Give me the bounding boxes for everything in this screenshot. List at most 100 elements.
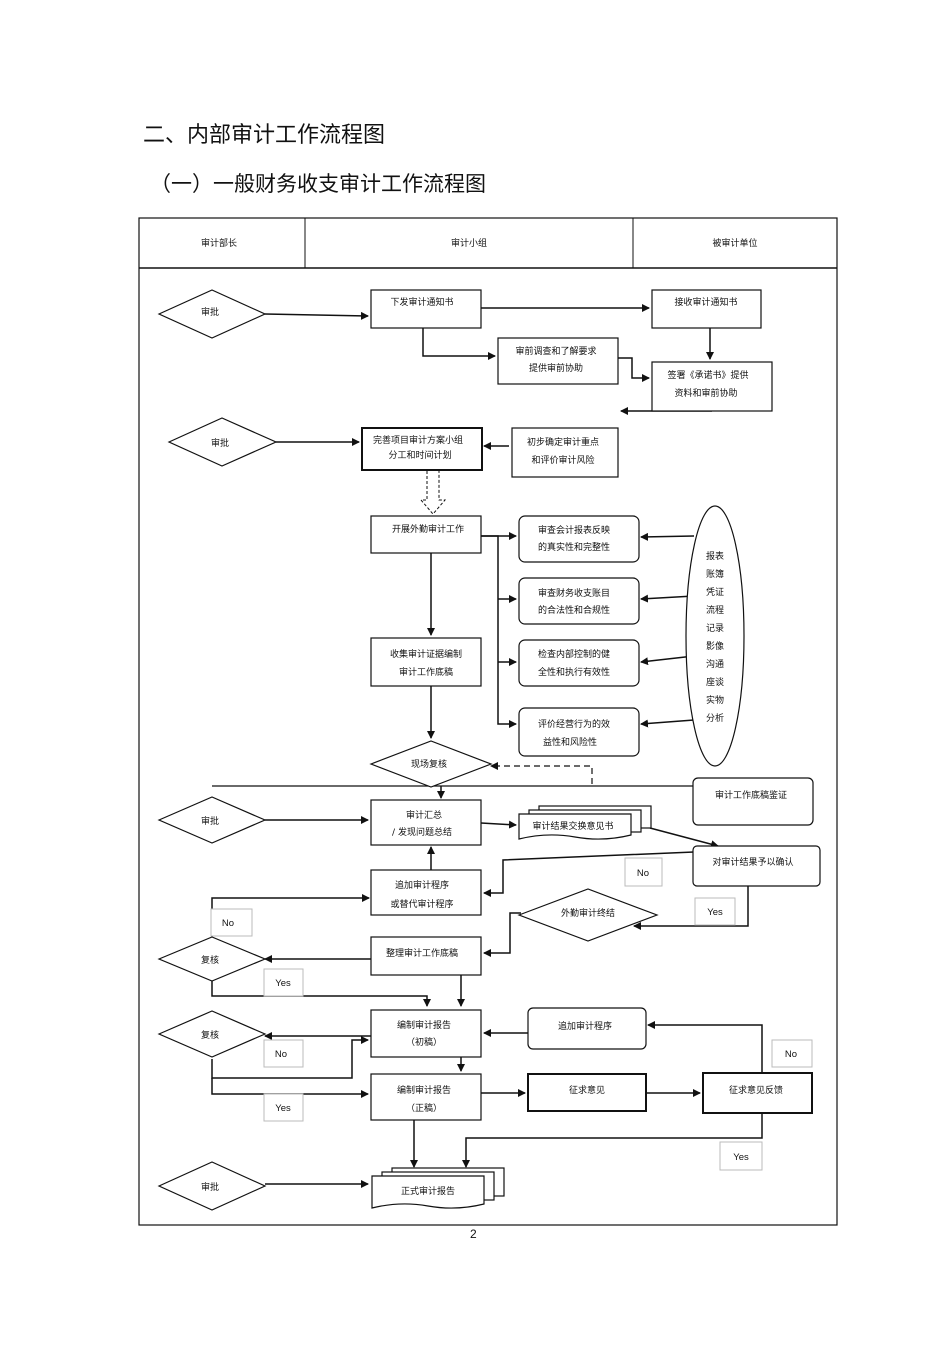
label-box-no-3 <box>263 1039 304 1068</box>
plan-label-1: 完善项目审计方案小组 <box>373 434 463 446</box>
process-organize-workpapers <box>370 936 482 976</box>
arrow-feedback-to-report <box>462 1113 763 1168</box>
arrow-notice-to-survey <box>422 328 496 360</box>
summary-label-2: / 发现问题总结 <box>392 826 452 838</box>
review-1-label: 复核 <box>201 954 219 966</box>
collect-label-2: 审计工作底稿 <box>399 666 453 678</box>
check-4-label-2: 益性和风险性 <box>543 736 597 748</box>
pre-survey-label-2: 提供审前协助 <box>529 362 583 374</box>
approve-1-label: 审批 <box>201 306 219 318</box>
arrow-approve-to-notice <box>264 311 369 320</box>
arrow-verify-to-review <box>490 762 593 784</box>
no-label-3: No <box>275 1049 287 1060</box>
arrow-review2-to-final <box>211 1078 369 1098</box>
process-collect-evidence <box>370 637 482 687</box>
draft-label-2: （初稿） <box>406 1036 442 1048</box>
process-workpaper-verify <box>692 777 814 826</box>
process-sign-commitment <box>651 361 773 412</box>
label-box-yes-4 <box>719 1141 763 1171</box>
process-add-procedure-2 <box>527 1007 647 1050</box>
add-proc-label-2: 或替代审计程序 <box>390 898 453 910</box>
page-number: 2 <box>470 1227 477 1241</box>
workpaper-verify-label: 审计工作底稿鉴证 <box>715 789 787 801</box>
process-risk <box>511 427 619 478</box>
end-fieldwork-label: 外勤审计终结 <box>561 907 615 919</box>
document-exchange <box>518 805 652 840</box>
arrow-field-to-check4 <box>481 535 517 728</box>
check-4-label-1: 评价经营行为的效 <box>538 718 610 730</box>
process-check-1 <box>518 515 640 563</box>
page-title: 二、内部审计工作流程图 <box>143 123 386 148</box>
organize-label: 整理审计工作底稿 <box>386 947 458 959</box>
arrow-feedback-to-addproc <box>647 1021 763 1073</box>
process-pre-survey <box>497 337 619 385</box>
arrow-review1-to-draft <box>211 981 431 1007</box>
method-1: 报表 <box>706 550 724 562</box>
process-issue-notice <box>370 289 482 329</box>
process-draft-report <box>370 1009 482 1058</box>
label-box-yes-2 <box>263 968 304 997</box>
final-label-2: （正稿） <box>406 1102 442 1114</box>
process-confirm-result <box>692 845 821 887</box>
risk-label-2: 和评价审计风险 <box>531 454 594 466</box>
decision-approve-3 <box>157 796 267 844</box>
confirm-label: 对审计结果予以确认 <box>712 856 793 868</box>
decision-approve-1 <box>157 289 267 339</box>
yes-label-1: Yes <box>707 907 723 918</box>
decision-end-fieldwork <box>517 888 659 942</box>
method-8: 座谈 <box>706 676 724 688</box>
label-box-yes-1 <box>694 897 736 926</box>
formal-report-label: 正式审计报告 <box>401 1185 455 1197</box>
method-5: 记录 <box>706 623 724 634</box>
no-label-2: No <box>222 918 234 929</box>
decision-approve-2 <box>167 417 278 467</box>
arrow-methods-to-check3 <box>640 655 695 666</box>
method-9: 实物 <box>706 694 724 706</box>
label-box-no-1 <box>624 857 663 887</box>
process-solicit-opinion <box>527 1073 647 1112</box>
method-7: 沟通 <box>706 658 724 670</box>
methods-ellipse <box>685 505 745 767</box>
arrow-exchange-to-confirm <box>649 827 719 849</box>
draft-label-1: 编制审计报告 <box>397 1019 451 1031</box>
solicit-label: 征求意见 <box>569 1084 605 1096</box>
process-add-procedure <box>370 869 482 916</box>
plan-label-2: 分工和时间计划 <box>388 449 451 461</box>
lane-label-audit-head: 审计部长 <box>201 237 237 249</box>
add-proc-2-label: 追加审计程序 <box>558 1020 612 1032</box>
approve-3-label: 审批 <box>201 815 219 827</box>
label-box-no-4 <box>771 1039 813 1068</box>
arrow-summary-to-exchange <box>480 820 517 829</box>
risk-label-1: 初步确定审计重点 <box>527 436 599 448</box>
process-check-3 <box>518 639 640 687</box>
yes-label-2: Yes <box>275 978 291 989</box>
check-2-label-1: 审查财务收支账目 <box>538 587 610 599</box>
onsite-review-label: 现场复核 <box>411 758 447 770</box>
arrow-confirm-to-add <box>483 851 695 897</box>
page-subtitle: （一）一般财务收支审计工作流程图 <box>150 172 486 196</box>
method-4: 流程 <box>706 604 724 616</box>
method-2: 账簿 <box>706 568 724 580</box>
method-6: 影像 <box>706 640 724 652</box>
review-2-label: 复核 <box>201 1029 219 1041</box>
add-proc-label-1: 追加审计程序 <box>395 879 449 891</box>
label-box-no-2 <box>210 908 253 937</box>
arrow-confirm-to-end <box>633 886 749 930</box>
method-3: 凭证 <box>706 586 724 598</box>
process-final-report <box>370 1073 482 1121</box>
approve-2-label: 审批 <box>211 437 229 449</box>
arrow-methods-to-check2 <box>640 594 695 603</box>
dashed-flow-arrow <box>419 465 447 515</box>
process-plan <box>361 427 483 471</box>
arrow-end-to-organize <box>483 912 521 957</box>
decision-review-2 <box>157 1010 267 1058</box>
arrow-survey-to-commit <box>618 357 650 382</box>
fieldwork-label: 开展外勤审计工作 <box>392 523 464 535</box>
lane-label-audit-team: 审计小组 <box>451 237 487 249</box>
check-3-label-1: 检查内部控制的健 <box>538 648 610 660</box>
issue-notice-label: 下发审计通知书 <box>390 296 453 308</box>
pre-survey-label-1: 审前调查和了解要求 <box>515 345 596 357</box>
check-2-label-2: 的合法性和合规性 <box>538 604 610 616</box>
document-formal-report <box>371 1167 505 1209</box>
